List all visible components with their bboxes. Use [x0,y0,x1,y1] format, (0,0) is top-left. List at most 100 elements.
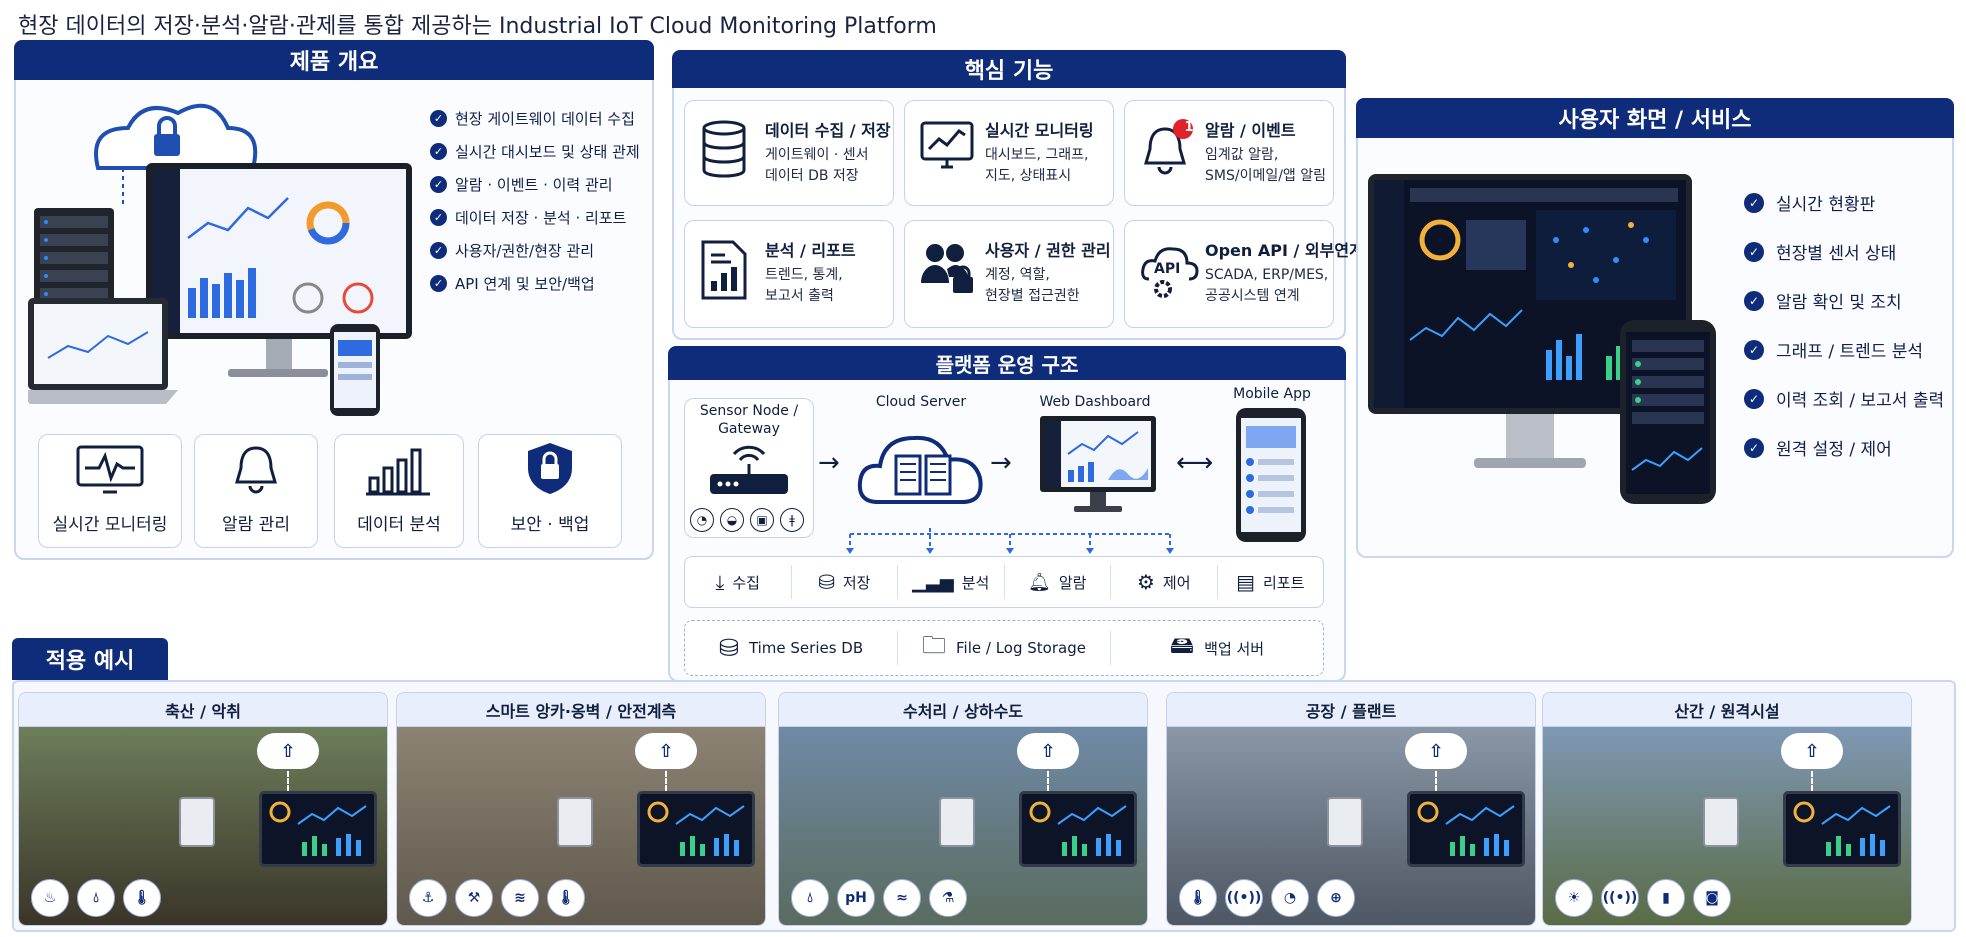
signal-icon: ((•)) [1601,879,1639,917]
cloud-upload-icon: ⇧ [1781,733,1843,769]
core-card-alarm-event[interactable]: 1 알람 / 이벤트 임계값 알람, SMS/이메일/앱 알림 [1124,100,1334,206]
cloud-upload-icon: ⇧ [257,733,319,769]
bell-icon: 🔔︎ [1028,571,1051,593]
cloud-server-label: Cloud Server [875,394,967,410]
thermometer-icon: 🌡︎ [123,879,161,917]
application-icons: 💧︎pH≈⚗ [791,879,967,917]
func-report[interactable]: ▤리포트 [1236,570,1305,594]
user-checklist: ✓실시간 현황판 ✓현장별 센서 상태 ✓알람 확인 및 조치 ✓그래프 / 트… [1744,190,1944,460]
cloud-upload-icon: ⇧ [1017,733,1079,769]
application-title: 산간 / 원격시설 [1543,693,1911,727]
link-line [1435,771,1437,791]
waves-icon: ≈ [883,879,921,917]
sensor-temp-icon: ǂ [780,508,804,532]
storage-backup-server[interactable]: 🖴백업 서버 [1111,631,1323,665]
check-icon: ✓ [430,242,447,259]
core-card-open-api[interactable]: API Open API / 외부연계 SCADA, ERP/MES, 공공시스… [1124,220,1364,328]
func-control[interactable]: ⚙제어 [1111,565,1218,599]
water-drop-icon: 💧︎ [77,879,115,917]
overview-checklist: ✓현장 게이트웨이 데이터 수집 ✓실시간 대시보드 및 상태 관제 ✓알람 ·… [430,108,640,294]
func-analyze[interactable]: ▁▃▅분석 [898,565,1005,599]
check-icon: ✓ [1744,192,1764,213]
arrow-right-icon: → [818,448,840,478]
gateway-icon [710,445,788,494]
applications-tab-header: 적용 예시 [12,638,168,680]
sun-icon: ☀ [1555,879,1593,917]
link-line [1047,771,1049,791]
link-line [1811,771,1813,791]
func-alarm[interactable]: 🔔︎알람 [1005,565,1111,599]
water-drop-icon: 💧︎ [791,879,829,917]
web-dashboard-label: Web Dashboard [1039,394,1151,410]
application-title: 공장 / 플랜트 [1167,693,1535,727]
storage-file-log[interactable]: 🗀File / Log Storage [898,631,1111,665]
mobile-app-screen [1236,408,1306,542]
distribution-lines [846,528,1174,554]
feature-data-analysis[interactable]: 데이터 분석 [334,434,464,548]
mini-dashboard-screen [1407,791,1525,867]
database-icon: ⛁ [818,570,835,594]
download-icon: ⤓ [715,570,725,594]
arrow-right-icon: → [990,448,1012,478]
check-icon: ✓ [430,110,447,127]
ph-icon: pH [837,879,875,917]
feature-alarm[interactable]: 알람 관리 [194,434,318,548]
application-card[interactable]: 공장 / 플랜트⇧🌡︎((•))◔⊕ [1166,692,1536,926]
page-title: 현장 데이터의 저장·분석·알람·관제를 통합 제공하는 Industrial … [18,14,937,39]
func-collect[interactable]: ⤓수집 [685,565,792,599]
sensor-box [179,797,215,847]
application-title: 스마트 앙카·옹벽 / 안전계측 [397,693,765,727]
folder-icon: 🗀 [922,630,947,659]
api-cloud-icon: API [1141,247,1199,298]
application-icons: ⚓⚒≋🌡︎ [409,879,585,917]
user-check-item: ✓이력 조회 / 보고서 출력 [1744,386,1944,411]
check-icon: ✓ [1744,241,1764,262]
check-icon: ✓ [430,209,447,226]
check-icon: ✓ [1744,290,1764,311]
svg-text:API: API [1154,261,1180,277]
feature-realtime-monitoring[interactable]: 실시간 모니터링 [38,434,182,548]
check-icon: ✓ [430,143,447,160]
application-card[interactable]: 축산 / 악취⇧♨💧︎🌡︎ [18,692,388,926]
bar-chart-icon: ▁▃▅ [912,571,954,593]
gauge-icon: ◔ [1271,879,1309,917]
camera-icon: ◙ [1693,879,1731,917]
cloud-upload-icon: ⇧ [635,733,697,769]
feature-security-backup[interactable]: 보안 · 백업 [478,434,622,548]
application-card[interactable]: 산간 / 원격시설 ⇧ ☀((•))▮◙ [1542,692,1912,926]
mini-dashboard-screen [259,791,377,867]
application-card[interactable]: 수처리 / 상하수도 ⇧ 💧︎pH≈⚗ [778,692,1148,926]
core-card-user-permission[interactable]: 사용자 / 권한 관리 계정, 역할, 현장별 접근권한 [904,220,1114,328]
overview-check-item: ✓실시간 대시보드 및 상태 관제 [430,141,640,162]
cloud-server-icon [857,435,983,504]
storage-strip: ⛁Time Series DB 🗀File / Log Storage 🖴백업 … [684,620,1324,676]
core-card-data-collection[interactable]: 데이터 수집 / 저장 게이트웨이 · 센서 데이터 DB 저장 [684,100,894,206]
arrow-both-icon: ⟷ [1176,448,1214,478]
user-check-item: ✓원격 설정 / 제어 [1744,435,1944,460]
monitor-heartbeat-icon [76,445,144,494]
overview-check-item: ✓API 연계 및 보안/백업 [430,273,640,294]
application-card[interactable]: 스마트 앙카·옹벽 / 안전계측 ⇧ ⚓⚒≋🌡︎ [396,692,766,926]
report-icon: ▤ [1236,570,1255,594]
cloud-upload-icon: ⇧ [1405,733,1467,769]
user-dashboard-illustration [1368,174,1716,504]
signal-icon: ((•)) [1225,879,1263,917]
thermometer-icon: 🌡︎ [1179,879,1217,917]
storage-timeseries-db[interactable]: ⛁Time Series DB [685,631,898,665]
core-card-realtime-monitoring[interactable]: 실시간 모니터링 대시보드, 그래프, 지도, 상태표시 [904,100,1114,206]
check-icon: ✓ [1744,388,1764,409]
mini-dashboard-screen [1783,791,1901,867]
check-icon: ✓ [430,176,447,193]
shield-lock-icon [528,443,572,494]
sensor-node-label: Sensor Node / Gateway [699,403,799,437]
overview-check-item: ✓현장 게이트웨이 데이터 수집 [430,108,640,129]
application-icons: ☀((•))▮◙ [1555,879,1731,917]
database-icon [702,120,746,178]
application-title: 수처리 / 상하수도 [779,693,1147,727]
core-card-analysis-report[interactable]: 분석 / 리포트 트렌드, 통계, 보고서 출력 [684,220,894,328]
func-store[interactable]: ⛁저장 [792,565,898,599]
overview-header: 제품 개요 [14,40,654,80]
check-icon: ✓ [430,275,447,292]
vibration-icon: ≋ [501,879,539,917]
heat-waves-icon: ♨ [31,879,69,917]
